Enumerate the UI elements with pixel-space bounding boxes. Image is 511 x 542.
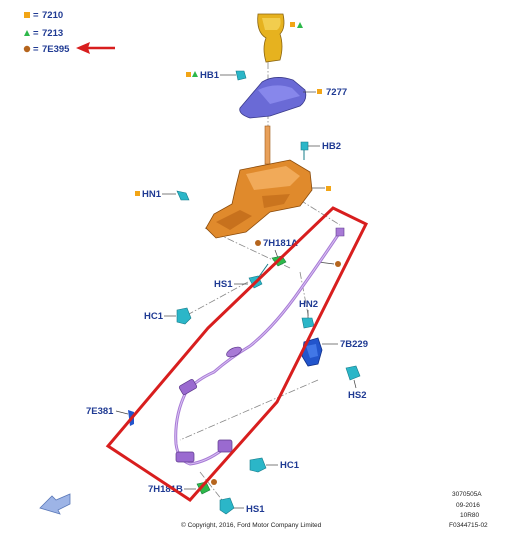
part-hs2: HS2 xyxy=(345,365,366,401)
part-hs1-bottom: HS1 xyxy=(219,497,265,515)
label-7277: 7277 xyxy=(326,87,347,98)
legend-eq-2: = xyxy=(33,28,39,39)
copyright-text: © Copyright, 2016, Ford Motor Company Li… xyxy=(181,521,322,529)
legend-code-7210: 7210 xyxy=(42,10,63,21)
circle-marker-icon xyxy=(23,45,31,53)
label-hb2: HB2 xyxy=(322,141,341,152)
legend: = 7210 = 7213 = 7E395 xyxy=(23,10,115,55)
triangle-marker-icon xyxy=(192,71,198,77)
part-hc1-left: HC1 xyxy=(144,307,192,325)
label-7e381: 7E381 xyxy=(86,406,114,417)
square-marker-icon xyxy=(290,22,295,27)
part-hb1: HB1 xyxy=(186,70,247,81)
model-code: 10R80 xyxy=(460,512,480,519)
label-hb1: HB1 xyxy=(200,70,220,81)
label-hc1-left: HC1 xyxy=(144,311,164,322)
screw-icon xyxy=(345,365,361,381)
label-7h181a: 7H181A xyxy=(263,238,298,249)
square-marker-icon xyxy=(24,12,30,18)
highlight-box xyxy=(105,206,369,502)
label-hs1-bottom: HS1 xyxy=(246,504,265,515)
triangle-marker-icon xyxy=(297,22,303,28)
part-7277-shift-boot: 7277 xyxy=(239,77,347,119)
clip-icon xyxy=(196,481,211,495)
legend-eq-3: = xyxy=(33,44,39,55)
label-hs1-top: HS1 xyxy=(214,279,233,290)
part-hn1: HN1 xyxy=(135,189,190,201)
red-arrow-icon xyxy=(76,42,115,54)
ref-code: 3070505A xyxy=(452,491,482,498)
circle-marker-icon xyxy=(335,261,341,267)
label-hc1-bottom: HC1 xyxy=(280,460,300,471)
circle-marker-icon xyxy=(255,240,261,246)
part-hb2: HB2 xyxy=(300,141,341,160)
shift-lever xyxy=(264,125,271,165)
square-marker-icon xyxy=(317,89,322,94)
legend-eq-1: = xyxy=(33,10,39,21)
part-7b229-bracket: 7B229 xyxy=(301,337,368,367)
nut-icon xyxy=(301,317,315,329)
part-7h181b: 7H181B xyxy=(148,479,217,495)
cable-clip-icon xyxy=(176,307,192,325)
legend-code-7213: 7213 xyxy=(42,28,63,39)
orientation-arrow-icon xyxy=(39,493,71,515)
date-code: 09-2016 xyxy=(456,502,480,509)
part-hc1-bottom: HC1 xyxy=(249,457,300,473)
label-7b229: 7B229 xyxy=(340,339,368,350)
legend-code-7e395: 7E395 xyxy=(42,44,70,55)
shift-knob xyxy=(257,13,303,63)
screw-icon xyxy=(219,497,235,515)
bolt-clip-icon xyxy=(235,70,247,81)
nut-icon xyxy=(176,190,190,201)
square-marker-icon xyxy=(326,186,331,191)
square-marker-icon xyxy=(186,72,191,77)
label-hs2: HS2 xyxy=(348,390,366,401)
square-marker-icon xyxy=(135,191,140,196)
bolt-icon xyxy=(300,141,309,151)
shift-housing xyxy=(205,159,331,239)
label-7h181b: 7H181B xyxy=(148,484,183,495)
triangle-marker-icon xyxy=(24,30,30,36)
circle-marker-icon xyxy=(211,479,217,485)
label-hn1: HN1 xyxy=(142,189,162,200)
cable-clip-icon xyxy=(249,457,267,473)
figure-id: F0344715-02 xyxy=(449,522,488,529)
label-hn2: HN2 xyxy=(299,299,318,310)
shift-cable xyxy=(174,227,345,466)
